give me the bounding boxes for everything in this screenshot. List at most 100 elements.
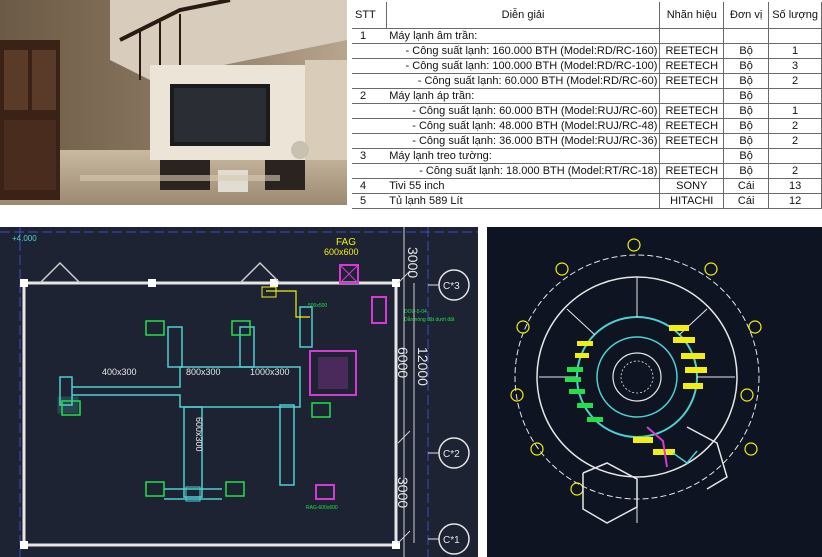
- cell-quantity: 2: [768, 163, 822, 179]
- cell-brand: REETECH: [659, 103, 725, 119]
- equipment-table: STT Diễn giải Nhãn hiệu Đơn vị Số lượng …: [352, 2, 822, 209]
- cell-description: - Công suất lạnh: 48.000 BTH (Model:RUJ/…: [386, 118, 661, 134]
- cell-unit: Bộ: [723, 163, 770, 179]
- cell-quantity: 2: [768, 73, 822, 89]
- axis-c2: C*2: [443, 449, 460, 460]
- table-row: - Công suất lạnh: 60.000 BTH (Model:RD/R…: [352, 73, 822, 89]
- cell-quantity: 2: [768, 118, 822, 134]
- living-room-photo-illustration: [0, 0, 347, 205]
- cell-description: Máy lạnh âm trần:: [386, 28, 661, 44]
- cell-description: - Công suất lạnh: 36.000 BTH (Model:RUJ/…: [386, 133, 661, 149]
- cell-quantity: [768, 148, 822, 164]
- cell-unit: Bộ: [723, 88, 770, 104]
- table-row: 1 Máy lạnh âm trần:: [352, 28, 822, 44]
- header-stt: STT: [352, 2, 387, 29]
- living-room-photo: [0, 0, 347, 205]
- cell-brand: [659, 148, 725, 164]
- cell-description: - Công suất lạnh: 60.000 BTH (Model:RUJ/…: [386, 103, 661, 119]
- fag-size-label: 600x600: [324, 247, 359, 257]
- header-description: Diễn giải: [385, 2, 661, 29]
- table-row: 5 Tủ lạnh 589 Lít HITACHI Cái 12: [352, 193, 822, 209]
- cell-unit: Bộ: [723, 73, 770, 89]
- duct-size-600x300: 600x300: [194, 417, 204, 452]
- table-row: - Công suất lạnh: 160.000 BTH (Model:RD/…: [352, 43, 822, 59]
- cell-stt: 4: [352, 178, 387, 194]
- cell-brand: REETECH: [659, 133, 725, 149]
- note-outdoor: Dẫn nóng đặt dưới đất: [404, 316, 455, 323]
- dim-3000-top: 3000: [405, 247, 421, 278]
- cell-stt: 1: [352, 28, 387, 44]
- note-rag: RAG-600x600: [306, 505, 338, 511]
- header-brand: Nhãn hiệu: [659, 2, 725, 29]
- cell-brand: SONY: [659, 178, 725, 194]
- cell-stt: [352, 103, 387, 119]
- cell-unit: Bộ: [723, 43, 770, 59]
- axis-c1: C*1: [443, 535, 460, 546]
- cell-quantity: 12: [768, 193, 822, 209]
- cell-unit: Bộ: [723, 148, 770, 164]
- cell-description: - Công suất lạnh: 160.000 BTH (Model:RD/…: [386, 43, 661, 59]
- cell-unit: Cái: [723, 193, 770, 209]
- cell-stt: [352, 73, 387, 89]
- cell-stt: [352, 43, 387, 59]
- dim-3000-bottom: 3000: [395, 477, 411, 508]
- cell-brand: REETECH: [659, 118, 725, 134]
- elevation-label: +4.000: [12, 234, 37, 243]
- cell-brand: REETECH: [659, 163, 725, 179]
- cell-quantity: 13: [768, 178, 822, 194]
- header-unit: Đơn vị: [723, 2, 770, 29]
- cell-stt: 3: [352, 148, 387, 164]
- table-row: - Công suất lạnh: 48.000 BTH (Model:RUJ/…: [352, 118, 822, 134]
- cell-description: Tủ lạnh 589 Lít: [386, 193, 661, 209]
- cell-quantity: 1: [768, 43, 822, 59]
- table-row: - Công suất lạnh: 60.000 BTH (Model:RUJ/…: [352, 103, 822, 119]
- cell-unit: Bộ: [723, 103, 770, 119]
- table-row: 4 Tivi 55 inch SONY Cái 13: [352, 178, 822, 194]
- cell-brand: REETECH: [659, 43, 725, 59]
- cell-description: - Công suất lạnh: 100.000 BTH (Model:RD/…: [386, 58, 661, 74]
- axis-c3: C*3: [443, 281, 460, 292]
- cell-brand: [659, 88, 725, 104]
- cell-stt: [352, 58, 387, 74]
- cell-description: - Công suất lạnh: 60.000 BTH (Model:RD/R…: [386, 73, 661, 89]
- cell-description: Máy lạnh treo tường:: [386, 148, 661, 164]
- note-dou: DOU-5-04: [404, 309, 427, 315]
- fag-label: FAG: [336, 237, 356, 248]
- duct-size-1000x300: 1000x300: [250, 367, 290, 377]
- cell-brand: HITACHI: [659, 193, 725, 209]
- cell-quantity: [768, 28, 822, 44]
- cell-description: Tivi 55 inch: [386, 178, 661, 194]
- table-row: - Công suất lạnh: 100.000 BTH (Model:RD/…: [352, 58, 822, 74]
- cell-stt: 2: [352, 88, 387, 104]
- table-row: - Công suất lạnh: 18.000 BTH (Model:RT/R…: [352, 163, 822, 179]
- table-row: 3 Máy lạnh treo tường: Bộ: [352, 148, 822, 164]
- circular-floor-plan-svg: [510, 238, 762, 524]
- cell-description: Máy lạnh áp trần:: [386, 88, 661, 104]
- cell-stt: [352, 163, 387, 179]
- dim-6000: 6000: [395, 347, 411, 378]
- cell-brand: [659, 28, 725, 44]
- cell-description: - Công suất lạnh: 18.000 BTH (Model:RT/R…: [386, 163, 661, 179]
- circular-floor-plan-drawing: [487, 227, 822, 557]
- dim-12000: 12000: [415, 347, 431, 386]
- duct-size-800x300: 800x300: [186, 367, 221, 377]
- cell-unit: Bộ: [723, 118, 770, 134]
- cell-quantity: 3: [768, 58, 822, 74]
- cell-unit: [723, 28, 770, 44]
- cell-unit: Bộ: [723, 133, 770, 149]
- cell-quantity: [768, 88, 822, 104]
- header-quantity: Số lượng: [768, 2, 822, 29]
- cell-quantity: 1: [768, 103, 822, 119]
- table-row: - Công suất lạnh: 36.000 BTH (Model:RUJ/…: [352, 133, 822, 149]
- note-500x500: 500x500: [308, 303, 327, 309]
- cell-stt: [352, 133, 387, 149]
- cell-stt: [352, 118, 387, 134]
- cell-brand: REETECH: [659, 58, 725, 74]
- cell-unit: Cái: [723, 178, 770, 194]
- table-row: 2 Máy lạnh áp trần: Bộ: [352, 88, 822, 104]
- cell-stt: 5: [352, 193, 387, 209]
- hvac-duct-plan-svg: +4.000: [0, 227, 478, 557]
- cell-unit: Bộ: [723, 58, 770, 74]
- duct-size-400x300: 400x300: [102, 367, 137, 377]
- cell-brand: REETECH: [659, 73, 725, 89]
